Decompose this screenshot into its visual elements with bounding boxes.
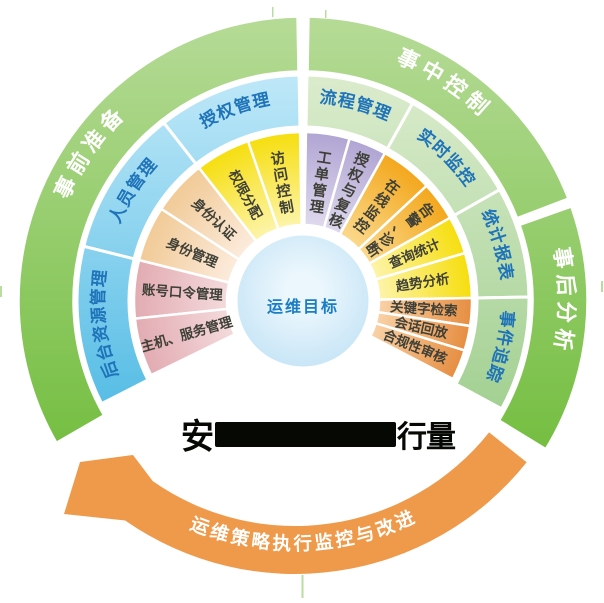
function-label-access-control: 访问控制: [269, 148, 295, 217]
function-segment-identity-authentication: [159, 166, 258, 262]
redaction-bar: [215, 421, 396, 447]
tick-mark-2: [601, 281, 603, 292]
function-segment-account-password-management: [132, 258, 231, 321]
redacted-caption-prefix: 安: [181, 417, 214, 457]
phase-segment-in-process-control: [305, 14, 572, 222]
category-segment-personnel-management: [81, 120, 198, 261]
redacted-caption-suffix: 行量: [397, 421, 456, 454]
function-label-keyword-search: 关键字检索: [390, 298, 459, 318]
function-segment-host-service-management: [133, 307, 237, 377]
center-goal-circle: [232, 230, 374, 372]
function-label-account-password-management: 账号口令管理: [141, 281, 223, 303]
category-segment-authorization-management: [161, 73, 302, 166]
center-goal-label: 运维目标: [266, 299, 340, 316]
phase-segment-post-event-analysis: [495, 203, 590, 453]
function-label-work-order-management: 工单管理: [309, 150, 334, 217]
function-segment-permission-assignment: [197, 139, 280, 243]
function-label-authorization-review: 授权与复核: [325, 148, 372, 232]
phase-segment-pre-event-preparation: [16, 14, 301, 446]
function-segment-identity-management: [137, 207, 241, 285]
function-segment-compliance-audit: [368, 321, 467, 381]
redacted-caption: 安 行量: [181, 414, 456, 456]
category-segment-event-tracking: [453, 295, 531, 411]
tick-mark-3: [272, 7, 274, 17]
tick-mark-0: [301, 575, 304, 598]
improvement-cycle-arrow: [64, 432, 527, 574]
tick-mark-4: [325, 10, 327, 18]
function-segment-access-control: [246, 130, 303, 231]
tick-mark-1: [0, 286, 2, 297]
category-segment-backend-resource-management: [75, 244, 150, 406]
